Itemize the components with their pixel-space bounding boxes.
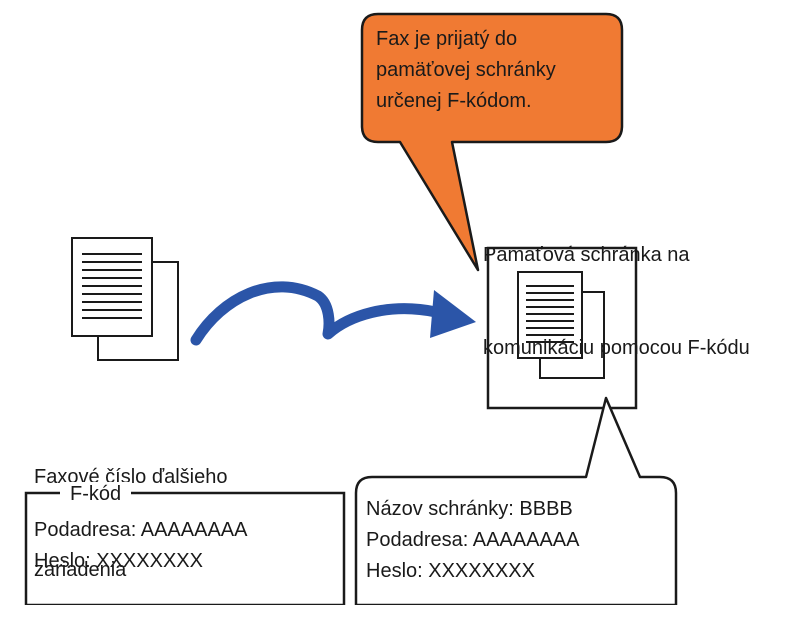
callout-line: pamäťovej schránky (376, 59, 556, 81)
sender-box-line: Heslo: XXXXXXXX (34, 550, 203, 572)
callout-line: Fax je prijatý do (376, 28, 518, 50)
sender-box-content: Podadresa: AAAAAAAA Heslo: XXXXXXXX (34, 515, 247, 577)
sender-label-line: zariadenia (34, 559, 127, 581)
mailbox-label-line: Pamäťová schránka na (483, 244, 690, 266)
callout-line: určenej F-kódom. (376, 90, 532, 112)
mailbox-label: Pamäťová schránka na komunikáciu pomocou… (483, 178, 750, 395)
mailbox-box-line: Názov schránky: BBBB (366, 498, 573, 520)
sender-box-line: Podadresa: AAAAAAAA (34, 519, 248, 541)
sender-info-box (24, 491, 346, 605)
mailbox-document-stack-icon (517, 271, 605, 379)
mailbox-box-content: Názov schránky: BBBB Podadresa: AAAAAAAA… (366, 494, 579, 587)
mailbox-info-bubble (354, 396, 678, 605)
callout-text: Fax je prijatý do pamäťovej schránky urč… (376, 24, 556, 117)
mailbox-box-line: Heslo: XXXXXXXX (366, 560, 535, 582)
orange-callout-bubble (360, 12, 624, 272)
sender-box-title: F-kód (60, 482, 132, 506)
sender-document-stack-icon (71, 237, 179, 361)
mailbox-box-line: Podadresa: AAAAAAAA (366, 529, 580, 551)
mailbox-label-line: komunikáciu pomocou F-kódu (483, 337, 750, 359)
sender-label: Faxové číslo ďalšieho zariadenia (34, 400, 228, 617)
curved-arrow-icon (190, 281, 476, 346)
